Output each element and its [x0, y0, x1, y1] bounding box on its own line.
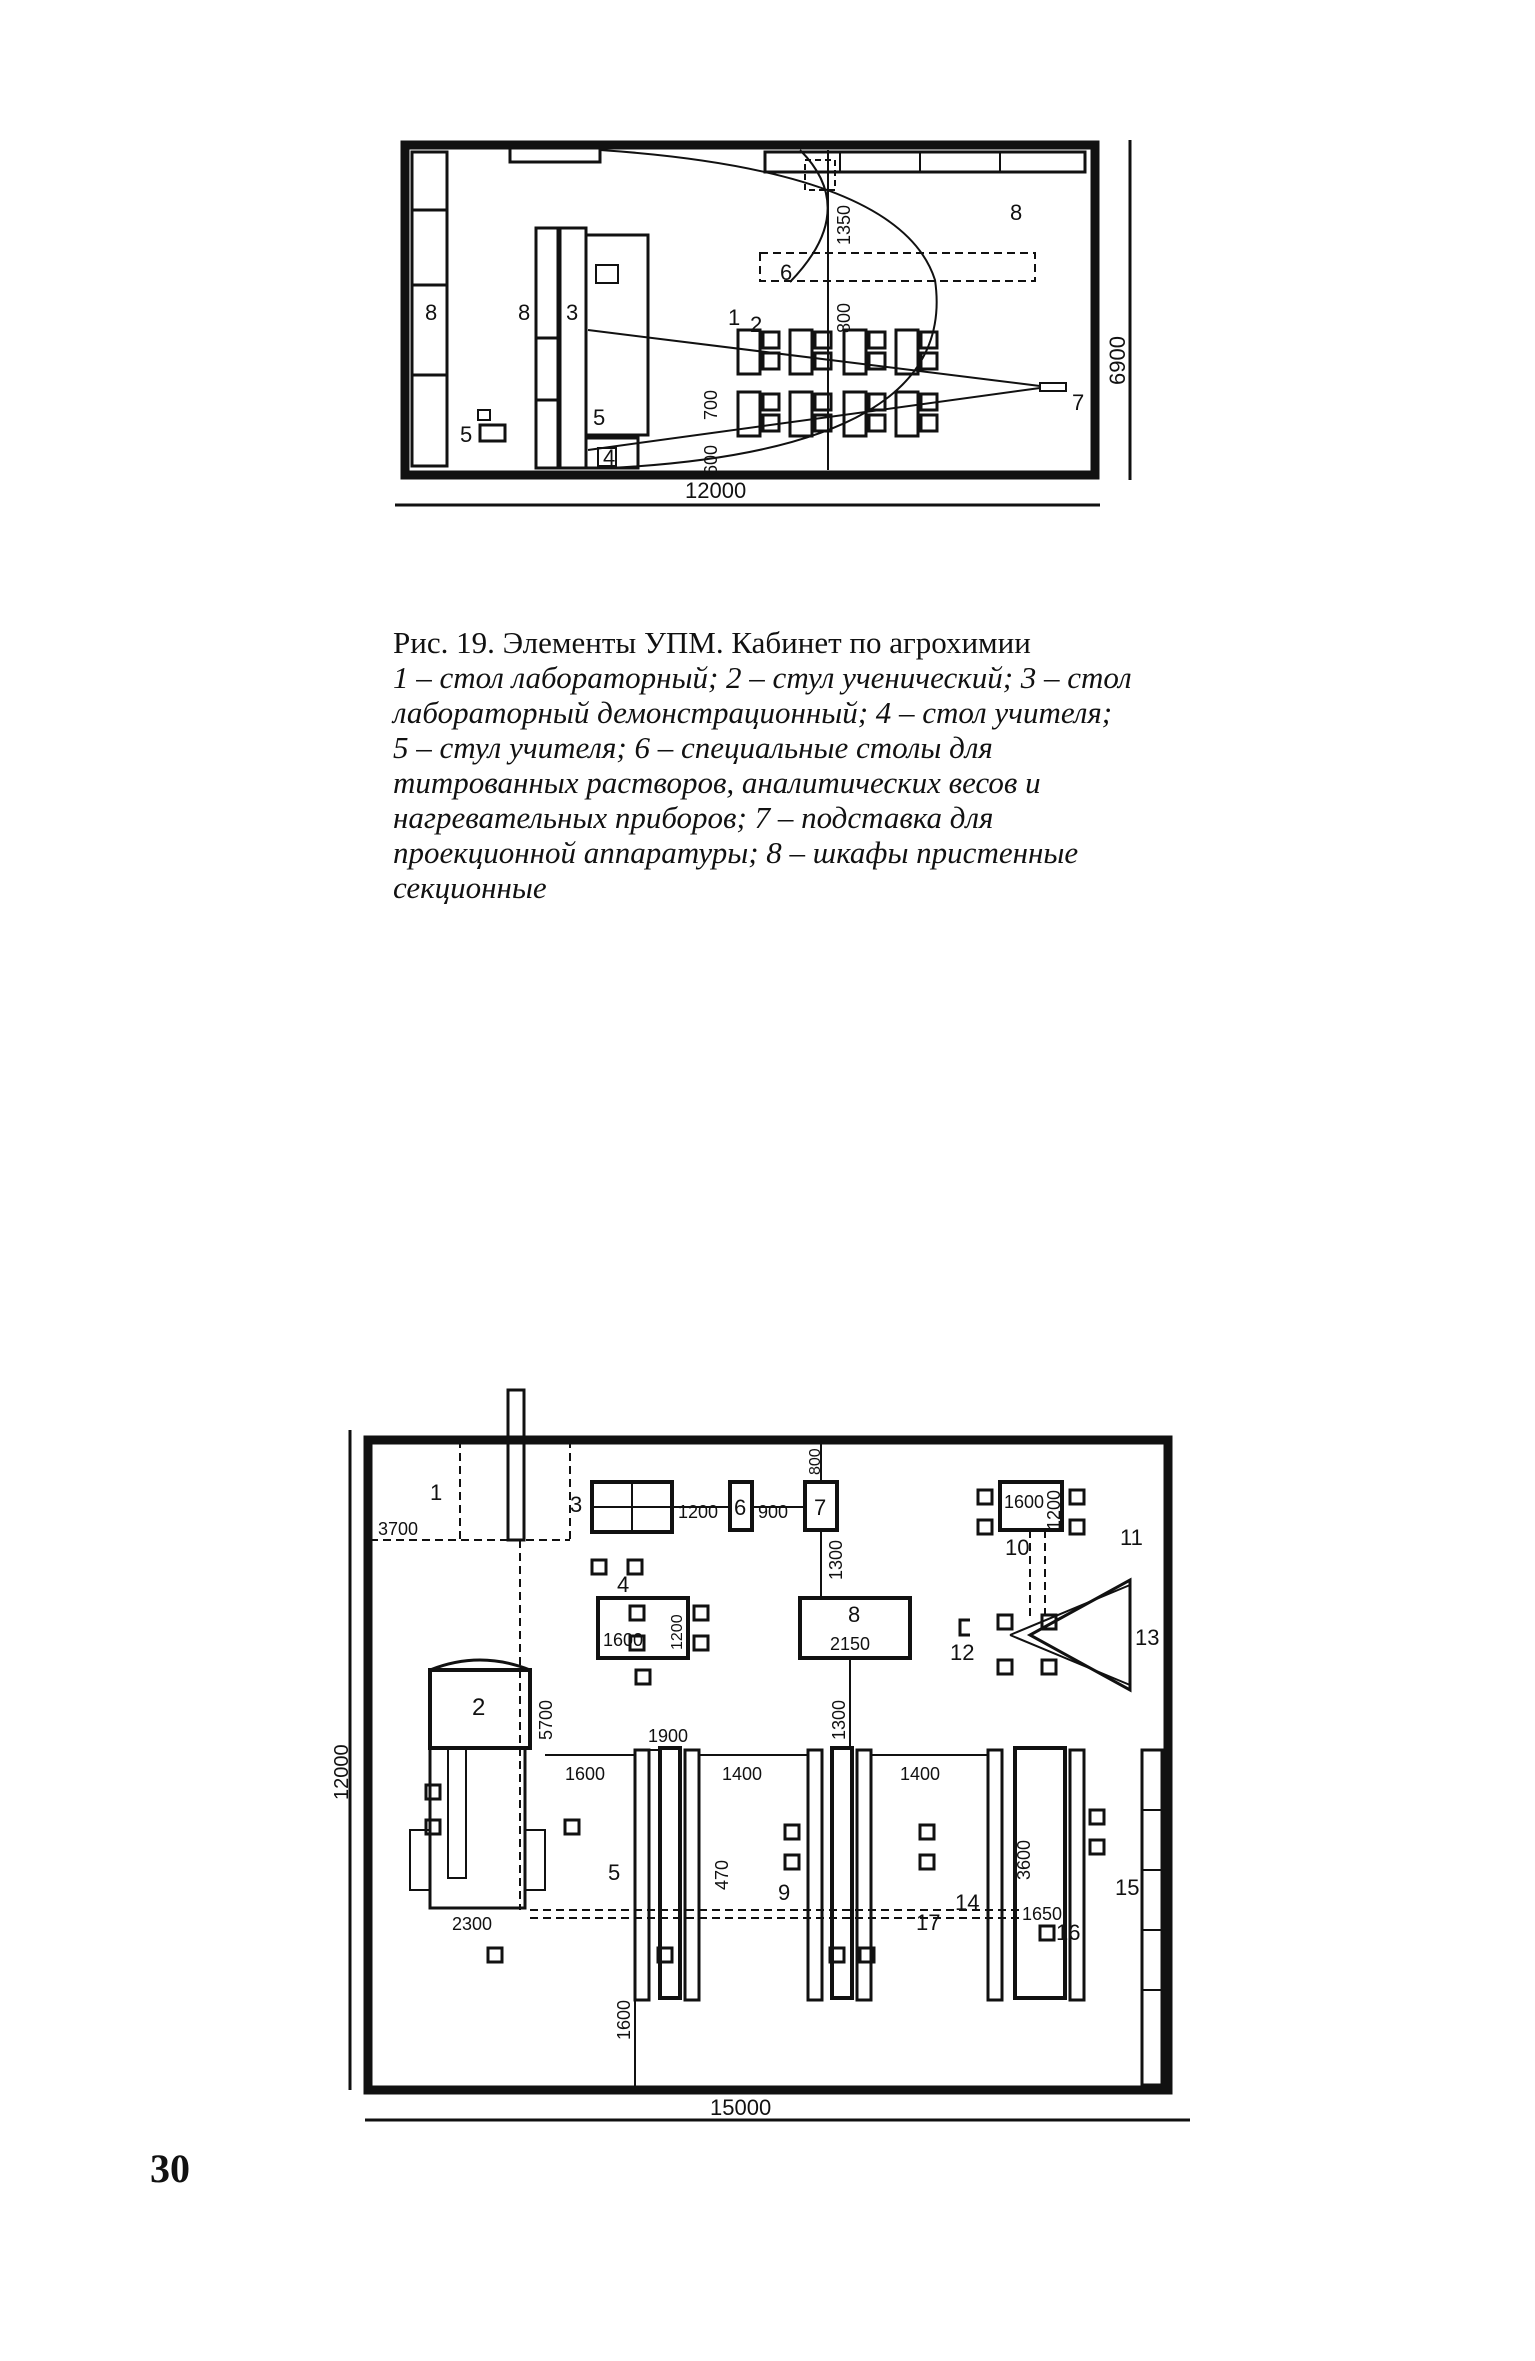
block-8 — [798, 1596, 912, 1660]
dim-1350: 1350 — [834, 205, 854, 245]
dim-1200-b: 1200 — [1044, 1490, 1064, 1530]
sink-block — [508, 146, 602, 164]
cabinet-column — [534, 226, 560, 470]
label-6: 6 — [780, 260, 792, 285]
caption-legend: 1 – стол лабораторный; 2 – стул ученичес… — [393, 660, 1132, 905]
dim-3700: 3700 — [378, 1519, 418, 1539]
stools — [424, 1488, 1106, 1964]
room-outer-wall — [400, 140, 1100, 480]
label-4: 4 — [617, 1572, 629, 1597]
lab-benches — [633, 1746, 1086, 2002]
dim-1600-b: 1600 — [603, 1630, 643, 1650]
room-outer-wall-2 — [363, 1435, 1173, 2095]
label-14: 14 — [955, 1890, 979, 1915]
teacher-chair — [478, 423, 507, 443]
label-1: 1 — [728, 305, 740, 330]
label-13: 13 — [1135, 1625, 1159, 1650]
label-12: 12 — [950, 1640, 974, 1665]
dim-1200-a: 1200 — [678, 1502, 718, 1522]
figure-1-floor-plan: 8 8 8 3 1 2 6 7 5 5 4 1350 800 700 600 1… — [395, 140, 1132, 507]
dim-800: 800 — [807, 1448, 824, 1475]
label-2: 2 — [472, 1694, 485, 1721]
dim-2150: 2150 — [830, 1634, 870, 1654]
caption-title: Рис. 19. Элементы УПМ. Кабинет по агрохи… — [393, 625, 1031, 660]
special-tables-dashed — [759, 252, 1036, 282]
dim-1600-c: 1600 — [565, 1764, 605, 1784]
dim-900: 900 — [758, 1502, 788, 1522]
label-2: 2 — [750, 312, 762, 337]
dim-width-12000: 12000 — [685, 478, 746, 503]
label-8-right: 8 — [1010, 200, 1022, 225]
demo-table-top — [584, 233, 650, 437]
dim-1600-d: 1600 — [614, 2000, 634, 2040]
dim-1900: 1900 — [648, 1726, 688, 1746]
dim-1300-a: 1300 — [826, 1540, 846, 1580]
label-8: 8 — [848, 1602, 860, 1627]
dim-height-6900: 6900 — [1105, 336, 1130, 385]
counter-2300 — [428, 1746, 527, 1910]
dim-1650: 1650 — [1022, 1904, 1062, 1924]
dim-3600: 3600 — [1014, 1840, 1034, 1880]
vent-pipe — [506, 1388, 526, 1542]
dim-1600-a: 1600 — [1004, 1492, 1044, 1512]
dim-height-12000: 12000 — [331, 1744, 353, 1800]
label-10: 10 — [1005, 1535, 1029, 1560]
label-3: 3 — [570, 1492, 582, 1517]
dim-470: 470 — [712, 1860, 732, 1890]
wall-cabinet — [410, 150, 449, 468]
label-15: 15 — [1115, 1875, 1139, 1900]
figure-2-floor-plan: 1 2 3 4 5 6 7 8 9 10 11 12 13 14 15 16 1… — [331, 1388, 1190, 2122]
dim-1300-b: 1300 — [829, 1700, 849, 1740]
dim-width-15000: 15000 — [710, 2095, 771, 2120]
demo-table — [558, 226, 588, 470]
label-5-chair: 5 — [460, 422, 472, 447]
label-5-near-table: 5 — [593, 405, 605, 430]
camera-12 — [958, 1618, 970, 1637]
label-16: 16 — [1056, 1920, 1080, 1945]
page-number: 30 — [150, 2146, 190, 2191]
label-17: 17 — [916, 1910, 940, 1935]
label-4: 4 — [603, 445, 615, 470]
dim-600: 600 — [701, 445, 721, 475]
label-11: 11 — [1120, 1525, 1143, 1550]
projection-stand — [1039, 382, 1067, 392]
projection-screen-13 — [1026, 1577, 1132, 1693]
label-8-mid: 8 — [518, 300, 530, 325]
label-8-left: 8 — [425, 300, 437, 325]
dim-5700: 5700 — [536, 1700, 556, 1740]
dim-1200-c: 1200 — [669, 1614, 686, 1650]
dim-2300: 2300 — [452, 1914, 492, 1934]
wall-cabinet-15 — [1140, 1748, 1164, 2087]
dim-700: 700 — [701, 390, 721, 420]
label-7: 7 — [1072, 390, 1084, 415]
label-6: 6 — [734, 1495, 746, 1520]
label-9: 9 — [778, 1880, 790, 1905]
label-1: 1 — [430, 1480, 442, 1505]
label-3: 3 — [566, 300, 578, 325]
desk-row-2 — [736, 390, 939, 438]
figure-caption: Рис. 19. Элементы УПМ. Кабинет по агрохи… — [393, 625, 1133, 905]
dim-800: 800 — [834, 303, 854, 333]
table-4 — [596, 1596, 690, 1660]
label-7: 7 — [814, 1495, 826, 1520]
dim-1400-a: 1400 — [722, 1764, 762, 1784]
label-5: 5 — [608, 1860, 620, 1885]
dim-1400-b: 1400 — [900, 1764, 940, 1784]
top-wall-cabinets — [763, 150, 1087, 174]
